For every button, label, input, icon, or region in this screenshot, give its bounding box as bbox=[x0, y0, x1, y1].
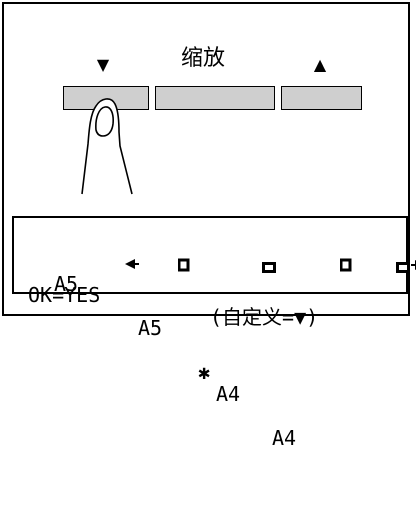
portrait-paper-icon bbox=[244, 232, 352, 298]
diagram-frame: ▼ 缩放 ▲ A5 A5 ✱ A4 bbox=[2, 2, 416, 449]
finger-pointer-icon bbox=[81, 98, 133, 195]
option-a4-landscape-label: A4 bbox=[272, 426, 297, 450]
lcd-display: A5 A5 ✱ A4 A4 bbox=[12, 216, 416, 449]
zoom-title: 缩放 bbox=[180, 46, 225, 71]
zoom-increase-key[interactable] bbox=[281, 86, 362, 110]
custom-text: (自定义=▼) bbox=[210, 305, 319, 329]
lcd-row-actions: OK=YES (自定义=▼) bbox=[14, 262, 406, 350]
ok-yes-text: OK=YES bbox=[28, 283, 101, 307]
selected-marker: ✱ bbox=[198, 360, 211, 384]
option-a4-label: A4 bbox=[216, 382, 241, 406]
increase-arrow-label: ▲ bbox=[313, 55, 327, 74]
left-arrow-icon bbox=[28, 229, 140, 295]
decrease-arrow-label: ▼ bbox=[96, 55, 110, 74]
portrait-paper-icon bbox=[82, 232, 190, 298]
option-a5-label: A5 bbox=[54, 272, 79, 296]
landscape-paper-icon bbox=[166, 234, 277, 300]
landscape-paper-icon bbox=[300, 234, 411, 300]
zoom-center-key[interactable] bbox=[155, 86, 275, 110]
